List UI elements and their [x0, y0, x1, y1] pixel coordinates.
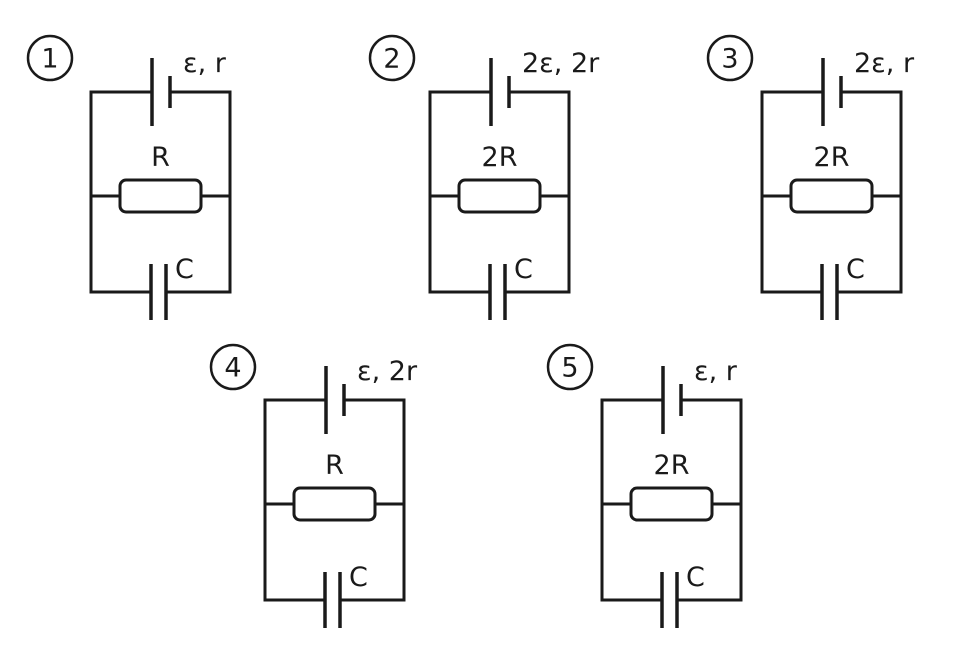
circuit-number: 1 [41, 44, 58, 75]
resistor [118, 178, 203, 214]
circuit-3: 3 2ε, r 2R C [706, 34, 915, 320]
battery-label: ε, r [183, 48, 227, 79]
circuit-5: 5 ε, r 2R C [546, 343, 743, 628]
circuit-number-circle [368, 34, 416, 82]
capacitor-label: C [514, 254, 533, 285]
circuit-number-circle [26, 34, 74, 82]
battery-label: ε, r [694, 356, 738, 387]
battery-label: ε, 2r [357, 356, 418, 387]
battery-label: 2ε, r [854, 48, 915, 79]
circuit-number: 4 [224, 353, 241, 384]
circuit-number-circle [209, 343, 257, 391]
circuit-number-circle [546, 343, 594, 391]
resistor-label: R [325, 450, 344, 481]
circuit-number: 5 [561, 353, 578, 384]
circuit-number: 2 [383, 44, 400, 75]
circuit-number: 3 [721, 44, 738, 75]
resistor [292, 486, 377, 522]
resistor [457, 178, 542, 214]
capacitor-label: C [846, 254, 865, 285]
circuit-4: 4 ε, 2r R C [209, 343, 418, 628]
resistor-label: R [151, 142, 170, 173]
battery-label: 2ε, 2r [522, 48, 600, 79]
resistor [789, 178, 874, 214]
resistor-label: 2R [654, 450, 690, 481]
resistor-label: 2R [482, 142, 518, 173]
capacitor-label: C [686, 562, 705, 593]
circuit-1: 1 ε, r R C [26, 34, 232, 320]
circuit-number-circle [706, 34, 754, 82]
resistor-label: 2R [814, 142, 850, 173]
circuit-2: 2 2ε, 2r 2R C [368, 34, 600, 320]
capacitor-label: C [349, 562, 368, 593]
resistor [629, 486, 714, 522]
capacitor-label: C [175, 254, 194, 285]
